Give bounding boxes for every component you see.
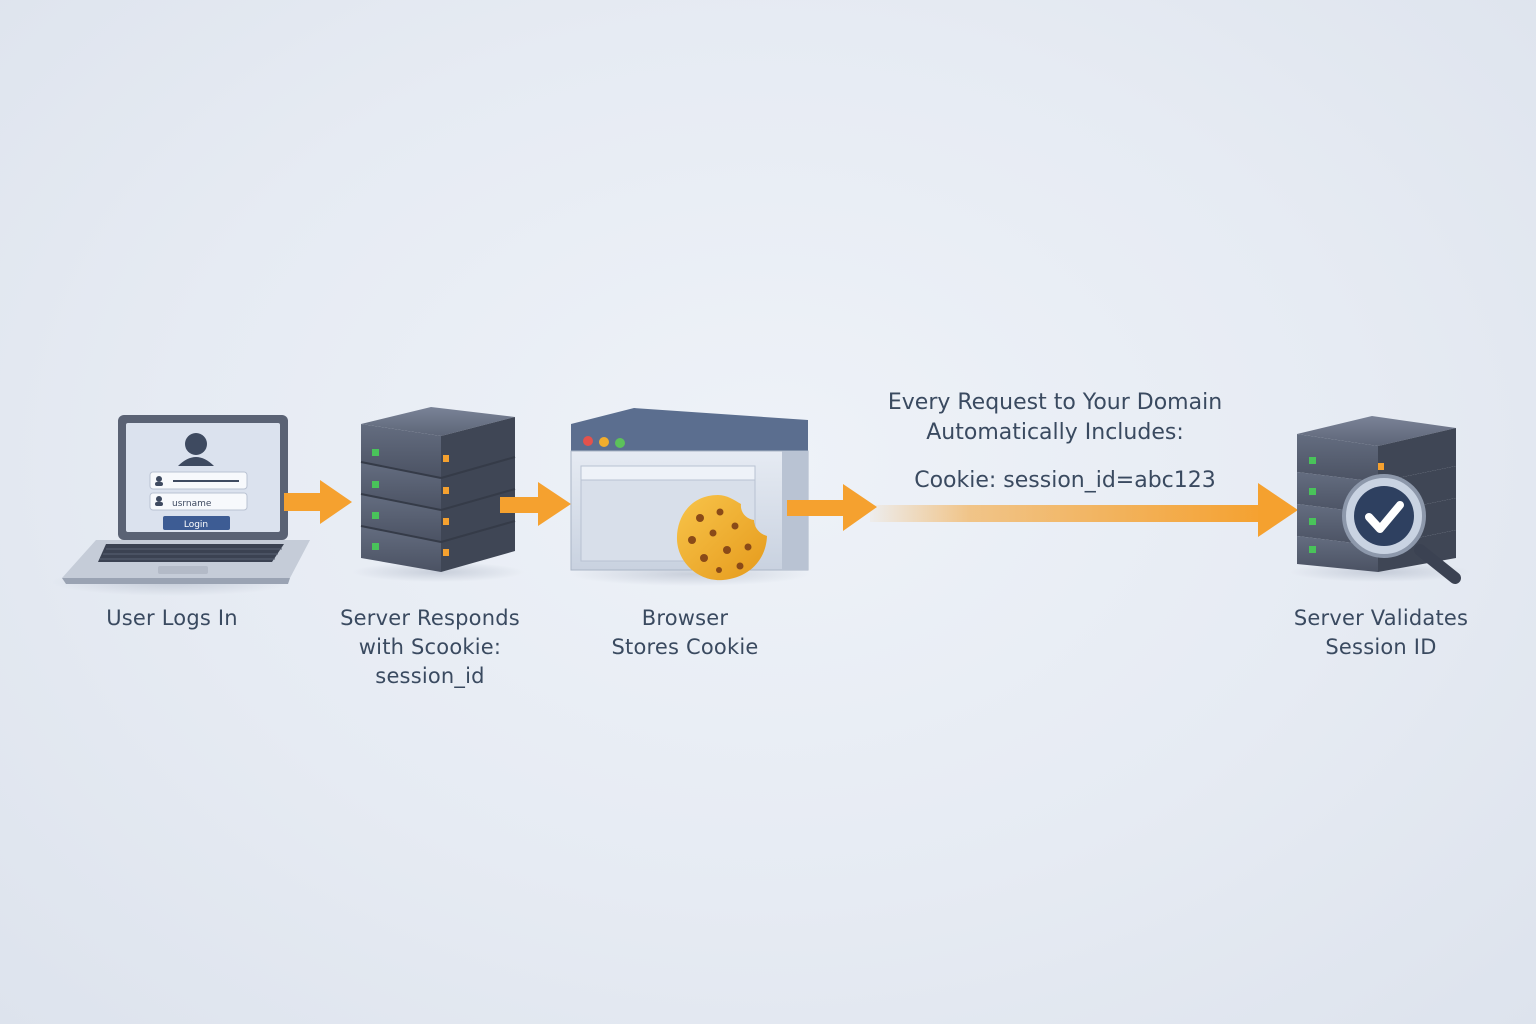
login-button bbox=[163, 516, 230, 530]
request-beam-arrow bbox=[870, 483, 1298, 537]
arrow-1 bbox=[284, 480, 352, 524]
step-3-line-1: Browser bbox=[641, 606, 729, 630]
server-rack-validate-icon bbox=[1290, 416, 1470, 584]
user-avatar-icon bbox=[178, 433, 214, 466]
arrow-3 bbox=[787, 484, 877, 531]
browser-window-icon bbox=[570, 408, 810, 586]
request-heading-line-2: Automatically Includes: bbox=[926, 420, 1184, 445]
step-2-line-3: session_id bbox=[375, 664, 485, 688]
cookie-header-text: Cookie: session_id=abc123 bbox=[914, 468, 1216, 493]
magnifier-check-icon bbox=[1342, 474, 1461, 584]
step-4-line-2: Session ID bbox=[1325, 635, 1437, 659]
step-label-server-responds: Server Responds with Scookie: session_id bbox=[320, 604, 540, 691]
server-rack-icon bbox=[352, 407, 524, 582]
step-label-user-logs-in: User Logs In bbox=[72, 604, 272, 633]
step-3-line-2: Stores Cookie bbox=[611, 635, 759, 659]
step-4-line-1: Server Validates bbox=[1293, 606, 1469, 630]
cookie-icon bbox=[676, 495, 767, 581]
laptop-icon: usrname Login bbox=[52, 415, 310, 596]
username-field-text: usrname bbox=[172, 499, 212, 509]
step-2-line-1: Server Responds bbox=[340, 606, 520, 630]
arrow-2 bbox=[500, 482, 571, 526]
step-label-browser-stores: Browser Stores Cookie bbox=[585, 604, 785, 662]
username-field bbox=[149, 492, 248, 511]
request-heading: Every Request to Your Domain Automatical… bbox=[840, 388, 1270, 448]
password-field bbox=[149, 471, 248, 490]
request-heading-line-1: Every Request to Your Domain bbox=[887, 390, 1223, 415]
login-button-label: Login bbox=[184, 520, 208, 530]
step-1-line-1: User Logs In bbox=[106, 606, 238, 630]
step-label-server-validates: Server Validates Session ID bbox=[1271, 604, 1491, 662]
step-2-line-2: with Scookie: bbox=[358, 635, 502, 659]
